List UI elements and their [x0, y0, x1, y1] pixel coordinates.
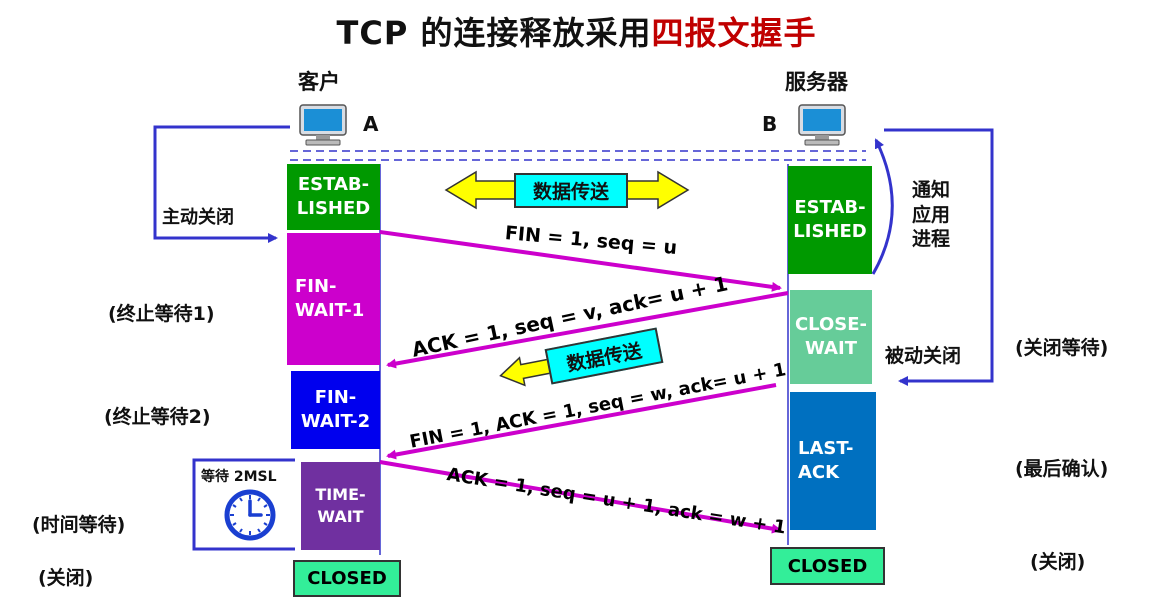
close-wait-label: (关闭等待): [1015, 337, 1109, 359]
fin-wait-2-label: (终止等待2): [104, 406, 211, 428]
timer-label: 等待 2MSL: [201, 469, 277, 485]
clock-icon: [224, 489, 276, 541]
server-state-last-ack: LAST- ACK: [790, 392, 876, 530]
server-host-label: B: [762, 112, 778, 136]
passive-close-label: 被动关闭: [885, 345, 962, 367]
server-label: 服务器: [785, 70, 848, 94]
ack-arrow: [386, 291, 789, 369]
title-main: TCP 的连接释放采用: [336, 14, 652, 52]
client-host-label: A: [363, 112, 379, 136]
fin-arrow: [379, 230, 782, 292]
data-transfer-label: 数据传送: [514, 173, 628, 208]
fin-wait-1-label: (终止等待1): [108, 303, 215, 325]
computer-monitor-icon: [299, 104, 347, 146]
client-label: 客户: [298, 70, 340, 94]
client-state-time-wait: TIME- WAIT: [301, 462, 380, 550]
fin-ack-arrow: [386, 383, 777, 460]
timer-bracket: [192, 458, 295, 551]
server-closed-label: (关闭): [1030, 551, 1086, 573]
client-state-fin-wait-2: FIN- WAIT-2: [291, 371, 380, 449]
server-state-established: ESTAB- LISHED: [788, 166, 872, 274]
server-state-close-wait: CLOSE- WAIT: [790, 290, 872, 384]
client-state-fin-wait-1: FIN- WAIT-1: [287, 233, 380, 365]
client-state-established: ESTAB- LISHED: [287, 164, 380, 230]
passive-close-arrow: [884, 128, 994, 386]
client-state-closed: CLOSED: [293, 560, 401, 597]
title-highlight: 四报文握手: [651, 14, 817, 52]
notify-app-label: 通知 应用 进程: [912, 179, 951, 251]
page-title: TCP 的连接释放采用四报文握手: [0, 8, 1153, 54]
closed-label: (关闭): [38, 567, 94, 589]
notify-arrow: [871, 138, 894, 275]
active-close-label: 主动关闭: [162, 207, 234, 228]
time-wait-label: (时间等待): [32, 514, 126, 536]
active-close-arrow: [153, 125, 290, 243]
last-ack-label: (最后确认): [1015, 458, 1109, 480]
server-state-closed: CLOSED: [770, 547, 885, 585]
computer-monitor-icon: [798, 104, 846, 146]
final-ack-arrow: [379, 460, 782, 534]
